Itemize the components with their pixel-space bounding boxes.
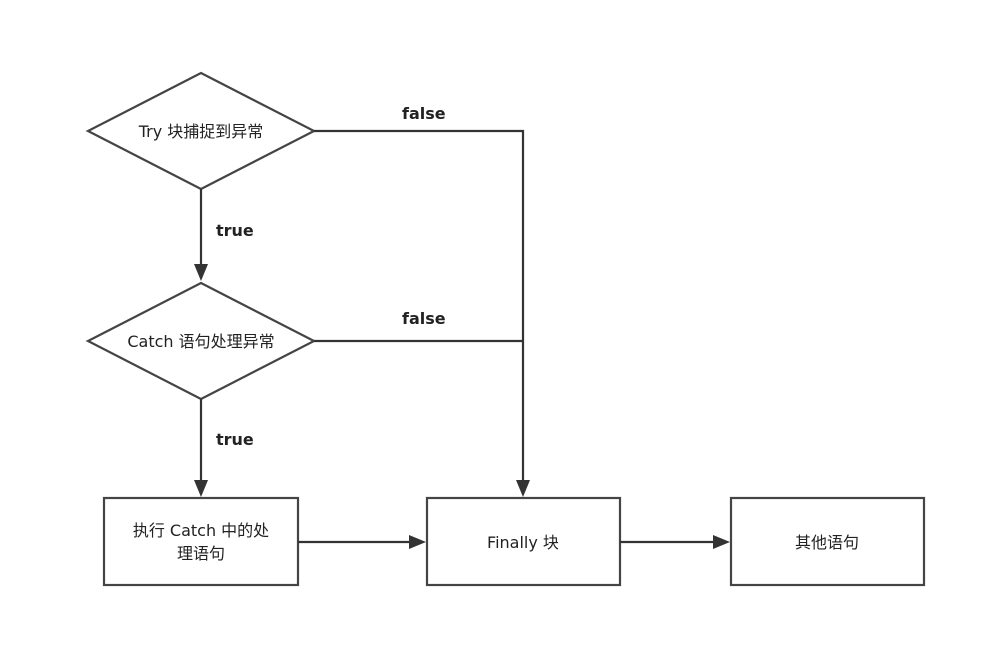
finally-label: Finally 块 [487,533,559,552]
edge-catch-false-label: false [402,309,446,328]
edge-finally-other [620,535,730,549]
other-statements-label: 其他语句 [795,533,859,552]
edge-try-false-line [314,129,525,482]
catch-decision-node: Catch 语句处理异常 [85,281,317,401]
edge-catch-true: true [194,399,254,497]
finally-incoming-arrowhead [516,480,530,497]
edge-try-true: true [194,189,254,281]
edge-catch-false: false [314,309,523,343]
execute-catch-label-line2: 理语句 [177,544,225,563]
catch-decision-label: Catch 语句处理异常 [127,332,274,351]
edge-execute-finally [298,535,426,549]
try-decision-node: Try 块捕捉到异常 [85,71,317,191]
other-statements-node: 其他语句 [729,496,926,587]
edge-catch-true-arrowhead [194,480,208,497]
edge-catch-true-label: true [216,430,254,449]
try-decision-label: Try 块捕捉到异常 [138,122,264,141]
finally-box [425,496,622,587]
edge-try-true-label: true [216,221,254,240]
edge-finally-other-arrowhead [713,535,730,549]
edge-execute-finally-arrowhead [409,535,426,549]
other-statements-box [729,496,926,587]
finally-node: Finally 块 [425,496,622,587]
execute-catch-node: 执行 Catch 中的处 理语句 [102,496,300,587]
edge-try-false-label: false [402,104,446,123]
edge-try-false: false [314,104,525,482]
edge-try-true-arrowhead [194,264,208,281]
execute-catch-label-line1: 执行 Catch 中的处 [133,521,269,540]
execute-catch-box [102,496,300,587]
